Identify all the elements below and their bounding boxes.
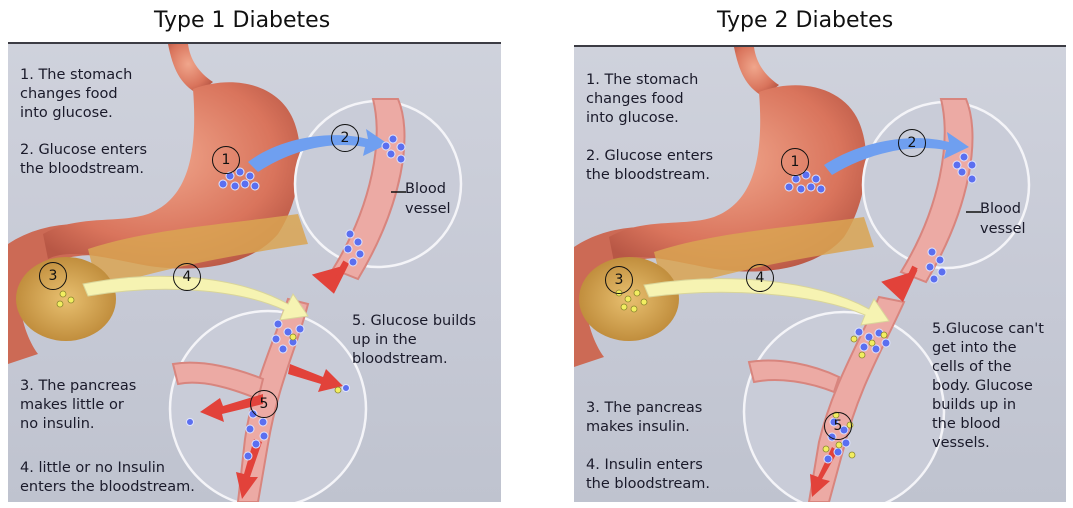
type2-step-3: 3. The pancreas makes insulin. xyxy=(586,399,702,437)
type1-marker-3: 3 xyxy=(39,262,67,290)
type1-marker-5: 5 xyxy=(250,390,278,418)
type2-marker-4: 4 xyxy=(746,264,774,292)
arrow-down-red xyxy=(318,262,346,289)
type2-step-1: 1. The stomach changes food into glucose… xyxy=(586,71,698,128)
type2-step-2: 2. Glucose enters the bloodstream. xyxy=(586,147,713,185)
type2-marker-2: 2 xyxy=(898,129,926,157)
pancreas xyxy=(16,257,116,341)
type1-marker-2: 2 xyxy=(331,124,359,152)
type2-title: Type 2 Diabetes xyxy=(717,8,893,33)
type1-vessel-label: Blood vessel xyxy=(405,179,451,219)
type1-step-4: 4. little or no Insulin enters the blood… xyxy=(20,459,195,497)
type1-marker-4: 4 xyxy=(173,263,201,291)
type1-step-2: 2. Glucose enters the bloodstream. xyxy=(20,141,147,179)
type1-step-5: 5. Glucose builds up in the bloodstream. xyxy=(352,312,476,369)
type2-step-4: 4. Insulin enters the bloodstream. xyxy=(586,456,710,494)
type2-marker-1: 1 xyxy=(781,148,809,176)
type2-step-5: 5.Glucose can't get into the cells of th… xyxy=(932,320,1044,453)
type1-title: Type 1 Diabetes xyxy=(154,8,330,33)
type1-step-3: 3. The pancreas makes little or no insul… xyxy=(20,377,136,434)
type1-step-1: 1. The stomach changes food into glucose… xyxy=(20,66,132,123)
type2-marker-3: 3 xyxy=(605,266,633,294)
type1-panel: 1. The stomach changes food into glucose… xyxy=(8,42,501,502)
type2-vessel-label: Blood vessel xyxy=(980,199,1026,239)
type2-marker-5: 5 xyxy=(824,412,852,440)
type1-marker-1: 1 xyxy=(212,146,240,174)
type2-panel: 1. The stomach changes food into glucose… xyxy=(574,45,1066,502)
